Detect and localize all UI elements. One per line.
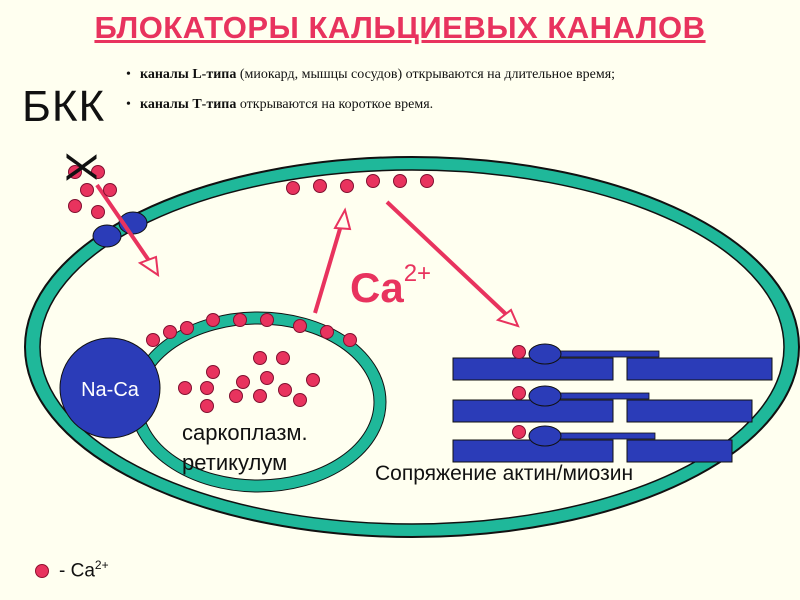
calcium-ion (313, 179, 327, 193)
calcium-ion (80, 183, 94, 197)
calcium-ion (91, 205, 105, 219)
calcium-ion (260, 371, 274, 385)
arrowhead-to-myofibrils (495, 308, 520, 328)
calcium-ion (200, 399, 214, 413)
calcium-ion (163, 325, 177, 339)
actin-myosin-label: Сопряжение актин/миозин (375, 462, 634, 485)
calcium-ion (178, 381, 192, 395)
calcium-ion (340, 179, 354, 193)
bullet-bold: каналы L-типа (140, 67, 237, 82)
legend: - Ca2+ (35, 558, 109, 582)
bkk-label-rotated: Х (56, 152, 106, 182)
arrow-influx (95, 183, 154, 267)
sr-label: саркоплазм. ретикулум (182, 418, 308, 478)
calcium-ion (278, 383, 292, 397)
calcium-ion (229, 389, 243, 403)
arrow-sr-release (313, 221, 344, 314)
calcium-ion (200, 381, 214, 395)
myosin-head (528, 343, 562, 365)
calcium-ions (68, 165, 526, 439)
calcium-ion (320, 325, 334, 339)
myosin-rod (544, 350, 660, 358)
calcium-ion (206, 365, 220, 379)
naca-label: Na-Ca (81, 379, 139, 401)
calcium-ion (68, 199, 82, 213)
calcium-label-base: Ca (350, 264, 404, 311)
calcium-ion (306, 373, 320, 387)
legend-charge: 2+ (94, 558, 109, 572)
calcium-ion (293, 393, 307, 407)
arrows (95, 183, 512, 320)
arrowhead-influx (137, 255, 160, 278)
bullet-bold: каналы Т-типа (140, 97, 237, 112)
bullet-text: открываются на короткое время. (236, 97, 434, 112)
calcium-ion (253, 389, 267, 403)
calcium-ion (91, 165, 105, 179)
calcium-ion (293, 319, 307, 333)
bkk-label: БКК (22, 82, 106, 131)
bullet-dot: • (126, 97, 131, 112)
calcium-ion (512, 386, 526, 400)
bullet-item: • каналы L-типа (миокард, мышцы сосудов)… (126, 66, 615, 96)
calcium-ion (286, 181, 300, 195)
actin-bar (626, 439, 733, 463)
calcium-ion (233, 313, 247, 327)
calcium-ion (512, 345, 526, 359)
actin-bar (452, 439, 614, 463)
actin-bar (452, 357, 614, 381)
calcium-ion (68, 165, 82, 179)
bullet-list: • каналы L-типа (миокард, мышцы сосудов)… (126, 66, 615, 126)
legend-text: - Ca (59, 560, 95, 582)
calcium-ion (276, 351, 290, 365)
calcium-label: Ca2+ (350, 260, 431, 312)
actin-bar (626, 357, 773, 381)
calcium-ion (206, 313, 220, 327)
calcium-ion (393, 174, 407, 188)
sr-label-line1: саркоплазм. (182, 420, 308, 445)
calcium-ion (103, 183, 117, 197)
actin-bar (626, 399, 753, 423)
calcium-ion (343, 333, 357, 347)
arrow-to-myofibrils (385, 200, 512, 320)
calcium-label-charge: 2+ (403, 260, 432, 287)
sr-label-line2: ретикулум (182, 450, 288, 475)
bullet-dot: • (126, 67, 131, 82)
bullet-text: (миокард, мышцы сосудов) открываются на … (236, 67, 616, 82)
calcium-ion (512, 425, 526, 439)
calcium-ion (260, 313, 274, 327)
calcium-ion (236, 375, 250, 389)
calcium-ion (366, 174, 380, 188)
myosin-head (528, 385, 562, 407)
naca-exchanger (59, 337, 161, 439)
calcium-ion (253, 351, 267, 365)
legend-calcium-dot (35, 564, 49, 579)
channel-protein-left (92, 224, 122, 248)
arrowhead-sr-release (333, 207, 352, 231)
page-title: БЛОКАТОРЫ КАЛЬЦИЕВЫХ КАНАЛОВ (94, 10, 706, 45)
calcium-ion (146, 333, 160, 347)
calcium-ion (180, 321, 194, 335)
myosin-head (528, 425, 562, 447)
bullet-item: • каналы Т-типа открываются на короткое … (126, 96, 615, 126)
actin-bar (452, 399, 614, 423)
calcium-ion (420, 174, 434, 188)
